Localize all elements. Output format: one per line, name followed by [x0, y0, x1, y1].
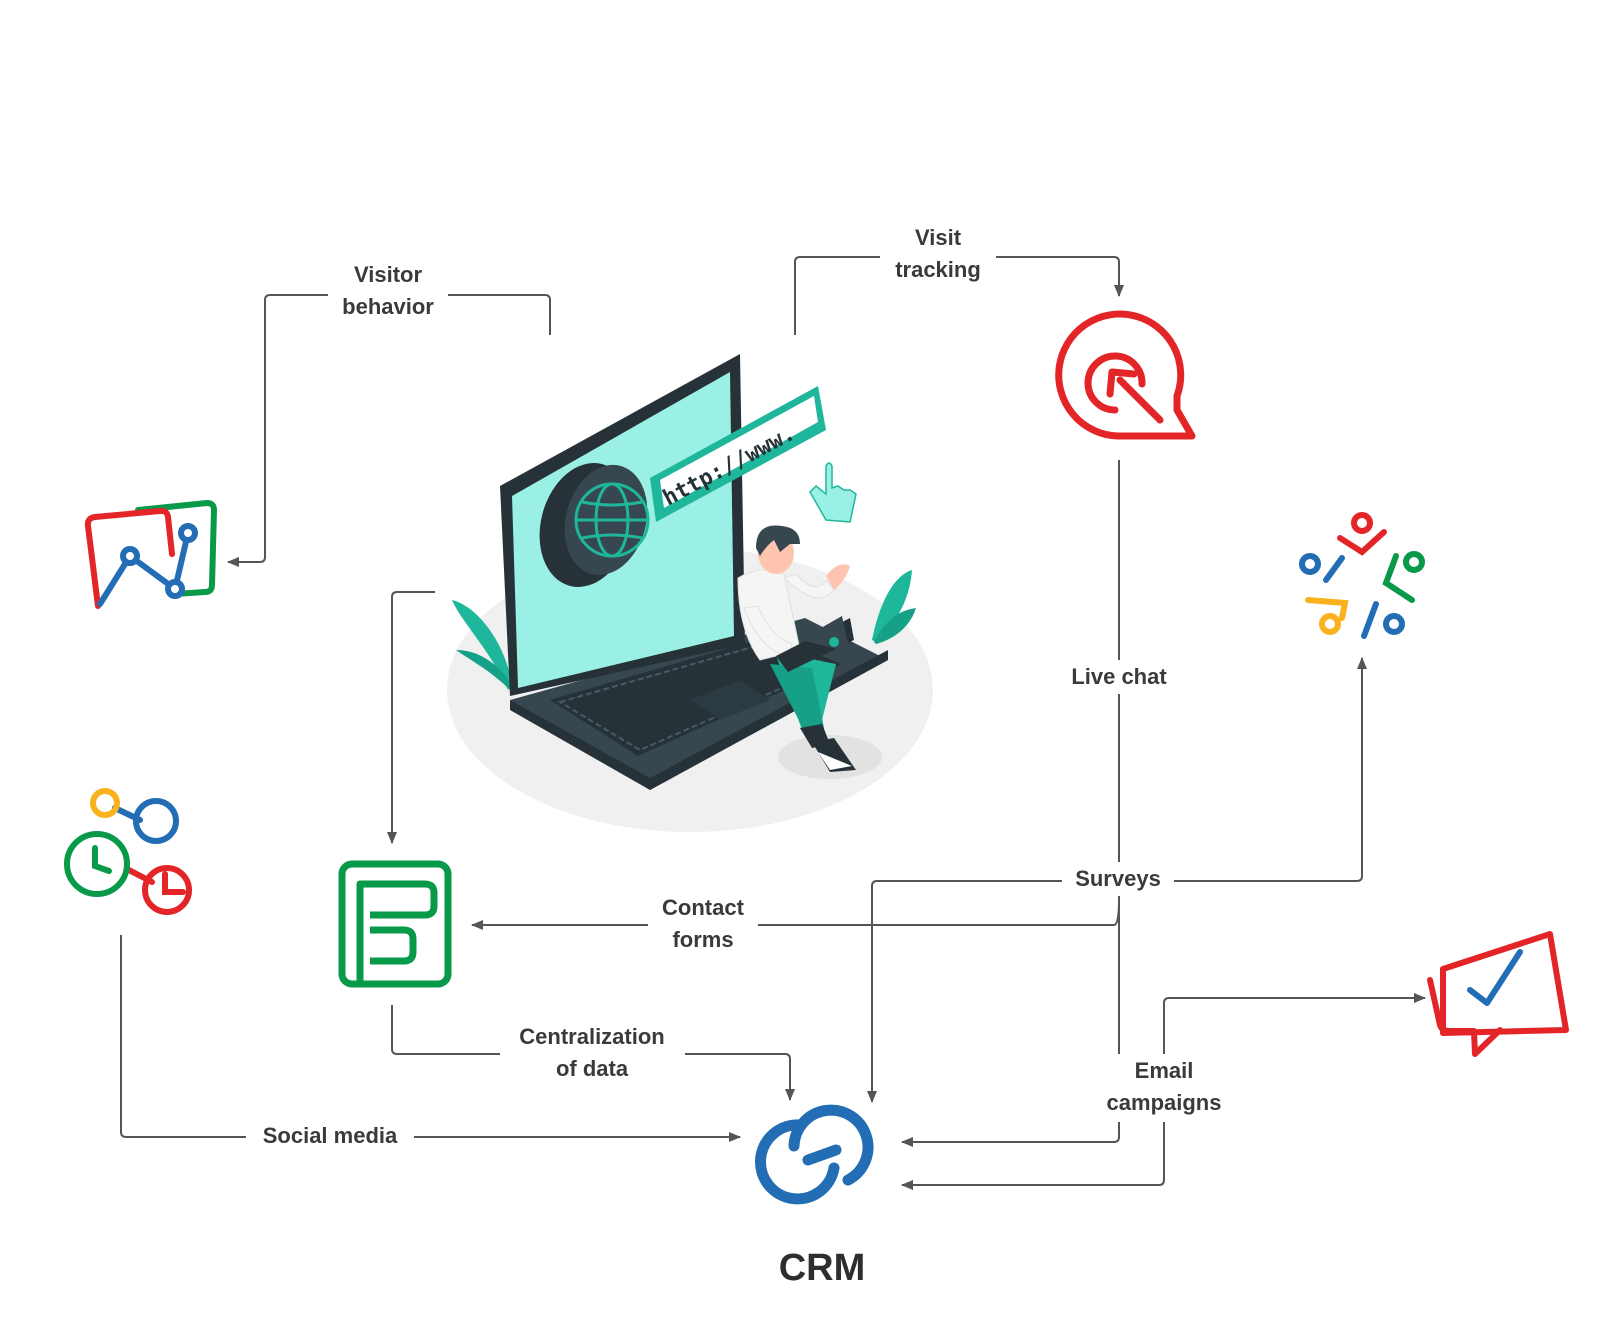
svg-text:Social media: Social media	[263, 1123, 398, 1148]
label-centralization: Centralization of data	[500, 1020, 685, 1088]
svg-text:Centralization: Centralization	[519, 1024, 664, 1049]
plant-left-icon	[452, 600, 514, 690]
label-live-chat: Live chat	[1055, 660, 1183, 694]
plant-right-icon	[872, 570, 916, 644]
svg-text:Visitor: Visitor	[354, 262, 423, 287]
connector-email-campaigns-out	[1163, 993, 1426, 1180]
connector-surveys-to-crm	[867, 880, 1119, 1103]
social-icon	[64, 788, 192, 915]
svg-text:behavior: behavior	[342, 294, 434, 319]
svg-text:Contact: Contact	[662, 895, 745, 920]
connector-surveys-to-community	[1119, 657, 1367, 882]
svg-text:Visit: Visit	[915, 225, 962, 250]
label-social-media: Social media	[246, 1119, 414, 1153]
label-visitor-behavior: Visitor behavior	[328, 258, 448, 324]
connector-visitor-behavior	[227, 294, 551, 567]
label-contact-forms: Contact forms	[648, 890, 758, 956]
crm-title: CRM	[779, 1247, 866, 1289]
campaigns-icon	[1427, 931, 1569, 1057]
community-icon	[1299, 512, 1425, 639]
connectors	[120, 256, 1426, 1190]
forms-icon	[338, 860, 452, 988]
connector-illustration-to-forms	[387, 591, 435, 844]
label-visit-tracking: Visit tracking	[880, 222, 996, 288]
connector-live-chat	[901, 460, 1120, 1147]
connector-social-media	[120, 935, 741, 1142]
label-surveys: Surveys	[1062, 862, 1174, 896]
svg-text:forms: forms	[672, 927, 733, 952]
label-email-campaigns: Email campaigns	[1090, 1054, 1238, 1122]
laptop-illustration: http://www.	[447, 354, 933, 832]
svg-text:of data: of data	[556, 1056, 629, 1081]
svg-text:tracking: tracking	[895, 257, 981, 282]
svg-text:Email: Email	[1135, 1058, 1194, 1083]
svg-text:Surveys: Surveys	[1075, 866, 1161, 891]
analytics-icon	[84, 500, 217, 609]
salesiq-icon	[1055, 310, 1196, 440]
person-figure	[737, 525, 856, 772]
pointer-hand-icon	[809, 462, 857, 523]
svg-text:campaigns: campaigns	[1107, 1090, 1222, 1115]
connector-email-campaigns-in	[901, 1179, 1165, 1190]
crm-icon	[755, 1104, 874, 1205]
connector-contact-forms	[471, 899, 1120, 930]
svg-text:Live chat: Live chat	[1071, 664, 1167, 689]
globe-icon	[574, 482, 650, 558]
